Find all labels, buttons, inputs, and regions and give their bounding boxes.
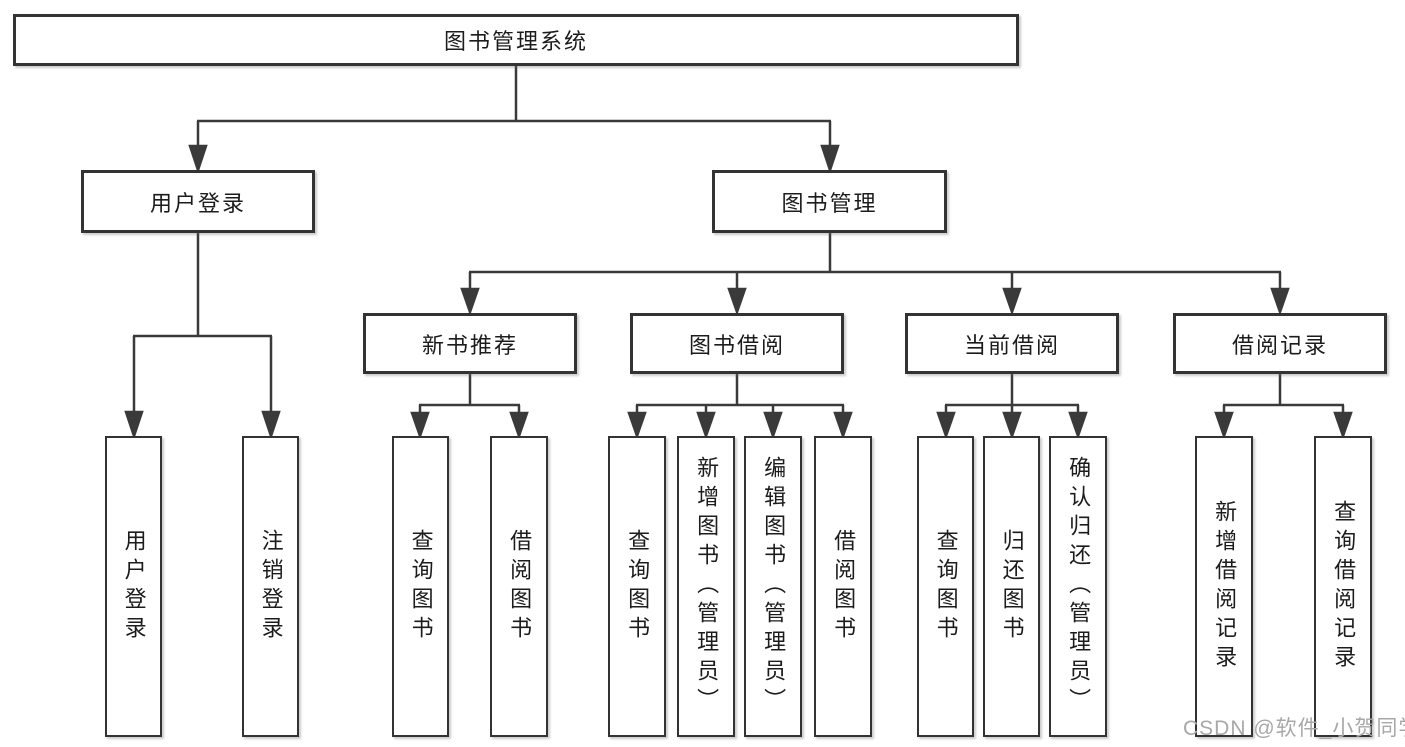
leaf-label: 查询借阅记录 (1331, 499, 1357, 674)
leaf-label: 查询图书 (408, 528, 434, 645)
leaf-label: 新增图书（管理员） (694, 456, 720, 717)
node-borrowing-records: 借阅记录 (1173, 313, 1387, 374)
leaf-label: 归还图书 (999, 528, 1025, 645)
leaf-query-books-borrowing: 查询图书 (608, 436, 666, 737)
node-library-management-system: 图书管理系统 (13, 14, 1019, 66)
connector-current-borrowing-children (936, 374, 1088, 440)
leaf-query-books-recommend: 查询图书 (392, 436, 449, 737)
leaf-user-login: 用户登录 (105, 436, 162, 737)
leaf-query-books-current: 查询图书 (917, 436, 974, 737)
leaf-label: 借阅图书 (507, 528, 533, 645)
leaf-label: 编辑图书（管理员） (761, 456, 787, 717)
leaf-label: 确认归还（管理员） (1066, 456, 1092, 717)
connector-root-to-level2 (188, 66, 840, 174)
connector-book-mgmt-to-level3 (460, 233, 1290, 316)
leaf-borrow-books-recommend: 借阅图书 (490, 436, 548, 737)
node-new-book-recommend: 新书推荐 (363, 313, 577, 374)
connector-borrowing-records-children (1214, 374, 1353, 440)
node-book-management: 图书管理 (712, 170, 947, 233)
node-label: 借阅记录 (1231, 332, 1328, 358)
node-label: 图书借阅 (688, 332, 785, 358)
leaf-label: 用户登录 (121, 528, 147, 645)
leaf-query-borrow-record: 查询借阅记录 (1314, 436, 1372, 737)
node-label: 图书管理系统 (443, 29, 588, 54)
leaf-label: 查询图书 (625, 528, 651, 645)
node-user-login: 用户登录 (81, 170, 315, 233)
leaf-label: 查询图书 (933, 528, 959, 645)
node-label: 新书推荐 (421, 332, 518, 358)
leaf-label: 借阅图书 (831, 528, 857, 645)
leaf-logout-login: 注销登录 (242, 436, 299, 737)
node-current-borrowing: 当前借阅 (905, 313, 1119, 374)
node-label: 用户登录 (149, 190, 246, 216)
leaf-borrow-books: 借阅图书 (814, 436, 872, 737)
node-book-borrowing: 图书借阅 (630, 313, 844, 374)
leaf-edit-books-admin: 编辑图书（管理员） (744, 436, 802, 737)
csdn-watermark: CSDN @软件_小贺同学 (1183, 717, 1405, 740)
leaf-label: 注销登录 (258, 528, 284, 645)
connector-book-borrowing-children (627, 374, 853, 440)
leaf-return-books: 归还图书 (983, 436, 1040, 737)
connector-user-login-children (124, 233, 281, 440)
leaf-add-borrow-record: 新增借阅记录 (1195, 436, 1253, 737)
leaf-add-books-admin: 新增图书（管理员） (677, 436, 735, 737)
node-label: 图书管理 (781, 190, 878, 216)
node-label: 当前借阅 (963, 332, 1060, 358)
leaf-confirm-return-admin: 确认归还（管理员） (1049, 436, 1107, 737)
connector-new-book-recommend-children (410, 374, 529, 440)
leaf-label: 新增借阅记录 (1212, 499, 1238, 674)
